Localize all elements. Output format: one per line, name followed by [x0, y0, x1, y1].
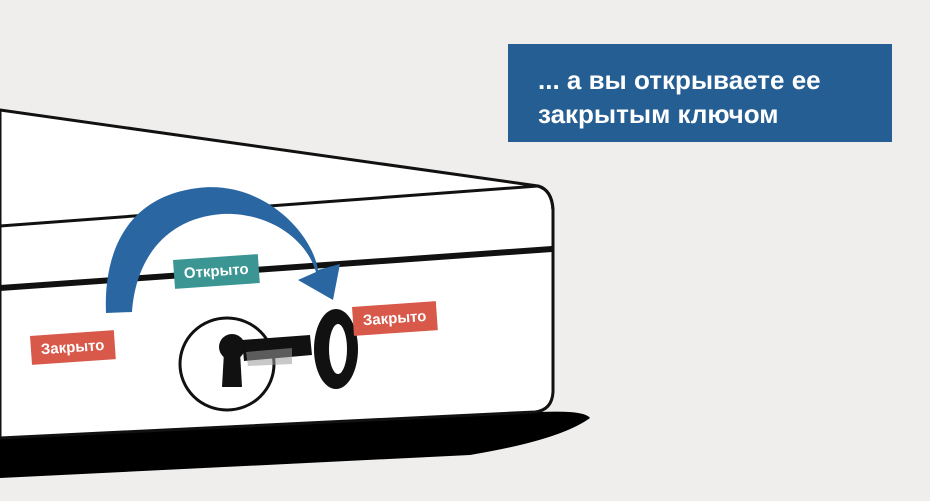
- closed-label-right: Закрыто: [352, 301, 438, 336]
- closed-label-left: Закрыто: [30, 330, 116, 365]
- caption-line-1: ... а вы открываете ее: [538, 65, 821, 95]
- turn-arrow-icon: [105, 187, 340, 313]
- box-lid-line: [0, 184, 555, 228]
- keyhole-icon: [219, 334, 245, 387]
- caption-line-2: закрытым ключом: [538, 99, 779, 129]
- box-body: [0, 108, 555, 440]
- open-label: Открыто: [173, 254, 260, 289]
- caption-box: ... а вы открываете ее закрытым ключом: [508, 44, 892, 142]
- key-icon: [242, 309, 358, 389]
- box-lid-seam: [0, 246, 553, 291]
